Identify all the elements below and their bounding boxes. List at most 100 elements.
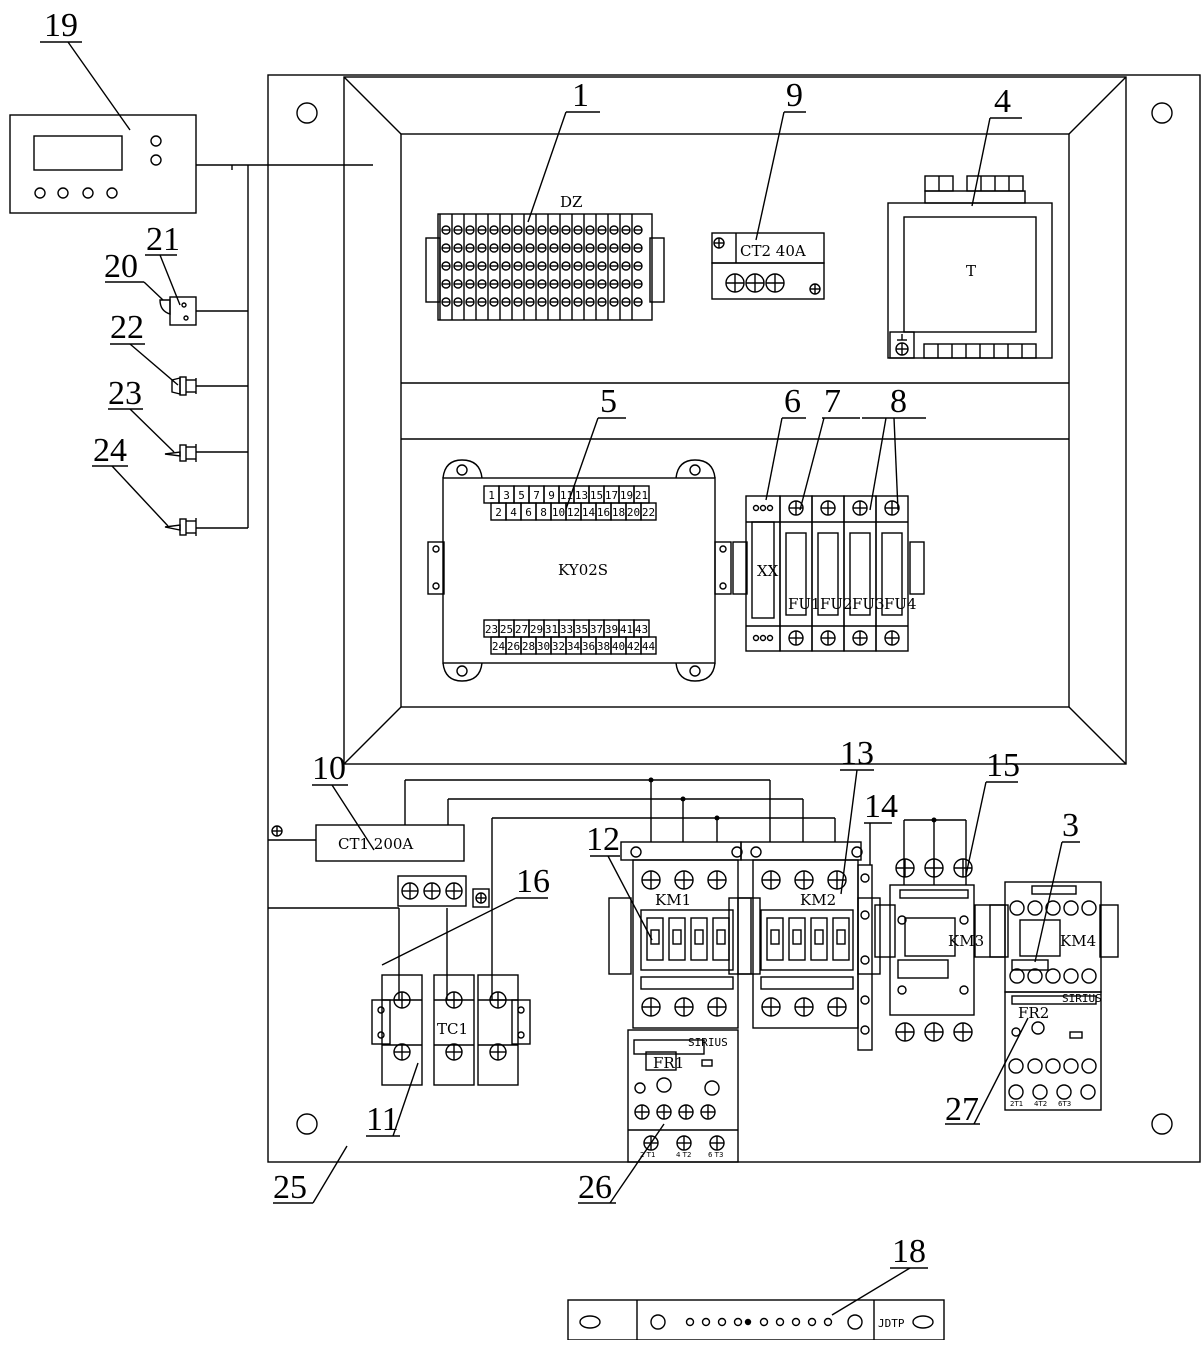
contactor-pole-contact bbox=[836, 929, 846, 945]
ky-bot-odd-number: 35 bbox=[575, 623, 588, 636]
overload-relay-fr2 bbox=[1004, 991, 1102, 1111]
contactor-pole bbox=[832, 917, 850, 961]
contactor-window bbox=[640, 909, 734, 971]
callout-19: 19 bbox=[44, 7, 78, 44]
label-fu2: FU2 bbox=[820, 595, 853, 613]
ky-top-odd-number: 5 bbox=[518, 489, 525, 502]
control-wiring bbox=[196, 164, 373, 529]
contactor-pole bbox=[810, 917, 828, 961]
fr2-term-1: 2T1 bbox=[1010, 1100, 1023, 1108]
control-transformer bbox=[887, 175, 1053, 359]
fr1-term-2: 4 T2 bbox=[676, 1151, 691, 1159]
ky-top-odd-number: 1 bbox=[488, 489, 495, 502]
indicator-lamp bbox=[159, 296, 197, 326]
contactor-coil-screw bbox=[750, 846, 762, 858]
label-fr2: FR2 bbox=[1018, 1004, 1049, 1022]
ky-bot-odd-number: 27 bbox=[515, 623, 528, 636]
tc1-body bbox=[433, 974, 475, 1086]
contactor-pole-contact bbox=[814, 929, 824, 945]
label-sirius-2: SIRIUS bbox=[1062, 992, 1102, 1005]
overload-relay-stop-button bbox=[634, 1082, 646, 1094]
leader-lines bbox=[40, 41, 1080, 1316]
ky-top-odd-number: 17 bbox=[605, 489, 618, 502]
label-km2: KM2 bbox=[800, 891, 836, 909]
overload-relay-dial bbox=[704, 1080, 720, 1096]
contactor-km3 bbox=[874, 858, 1006, 1042]
contactor-window bbox=[760, 909, 854, 971]
ky-top-even-number: 16 bbox=[597, 506, 610, 519]
callout-14: 14 bbox=[864, 788, 898, 825]
ky-bot-even-number: 24 bbox=[492, 640, 506, 653]
label-fu3: FU3 bbox=[852, 595, 885, 613]
mounting-plate bbox=[267, 74, 1201, 1163]
contactor-pole bbox=[712, 917, 730, 961]
ky-bot-even-cell bbox=[640, 636, 657, 655]
ky-top-odd-number: 19 bbox=[620, 489, 633, 502]
contactor-top-cap bbox=[620, 841, 742, 861]
callout-6: 6 bbox=[784, 383, 801, 420]
contactor-pole bbox=[646, 917, 664, 961]
callout-13: 13 bbox=[840, 735, 874, 772]
fr2-term-3: 6T3 bbox=[1058, 1100, 1071, 1108]
fuse-holder bbox=[875, 495, 909, 652]
ky-bot-odd-number: 23 bbox=[485, 623, 498, 636]
contactor-km4 bbox=[989, 881, 1119, 993]
fuse-holder bbox=[779, 495, 813, 652]
ky-bot-even-number: 44 bbox=[642, 640, 656, 653]
contactor-rail-clip bbox=[737, 897, 761, 975]
callout-22: 22 bbox=[110, 309, 144, 346]
inner-tray bbox=[343, 76, 1127, 765]
callout-5: 5 bbox=[600, 383, 617, 420]
label-dz: DZ bbox=[560, 193, 582, 211]
pushbutton-24 bbox=[164, 518, 197, 536]
overload-relay-test-button bbox=[701, 1059, 713, 1067]
callout-3: 3 bbox=[1062, 807, 1079, 844]
terminal-strip-dz bbox=[425, 213, 665, 321]
label-fu4: FU4 bbox=[884, 595, 917, 613]
callout-20: 20 bbox=[104, 248, 138, 285]
fuse-window bbox=[785, 532, 807, 616]
callout-10: 10 bbox=[312, 750, 346, 787]
ky-bot-odd-number: 39 bbox=[605, 623, 618, 636]
fuse-holder bbox=[811, 495, 845, 652]
fr2-term-2: 4T2 bbox=[1034, 1100, 1047, 1108]
contactor-pole bbox=[788, 917, 806, 961]
label-km4: KM4 bbox=[1060, 932, 1096, 950]
contactor-pole-contact bbox=[672, 929, 682, 945]
wire-junctions bbox=[648, 777, 937, 823]
ky-top-even-number: 6 bbox=[525, 506, 532, 519]
tc1-hole bbox=[517, 1006, 525, 1014]
overload-relay-body bbox=[627, 1029, 739, 1163]
tc1-body bbox=[477, 974, 519, 1086]
contactor-pole-contact bbox=[716, 929, 726, 945]
label-xx: XX bbox=[757, 562, 779, 580]
ky-bot-even-number: 38 bbox=[597, 640, 610, 653]
ky-top-even-number: 14 bbox=[582, 506, 596, 519]
fuse-window bbox=[817, 532, 839, 616]
fr1-term-3: 6 T3 bbox=[708, 1151, 723, 1159]
contactor-coil-screw bbox=[630, 846, 642, 858]
ky-top-odd-number: 13 bbox=[575, 489, 588, 502]
current-transformer-ct1 bbox=[268, 824, 490, 908]
ky-top-odd-number: 21 bbox=[635, 489, 648, 502]
contactor-rail-clip bbox=[608, 897, 632, 975]
label-fr1: FR1 bbox=[653, 1054, 684, 1072]
callout-9: 9 bbox=[786, 77, 803, 114]
ky-bot-even-number: 40 bbox=[612, 640, 625, 653]
ky-top-even-number: 2 bbox=[495, 506, 502, 519]
ky-top-odd-number: 3 bbox=[503, 489, 510, 502]
fuse-window bbox=[881, 532, 903, 616]
ky-bot-odd-number: 25 bbox=[500, 623, 513, 636]
callout-26: 26 bbox=[578, 1169, 612, 1206]
ky-top-even-cell bbox=[640, 502, 657, 521]
tc1-hole bbox=[377, 1006, 385, 1014]
tc1-hole bbox=[377, 1031, 385, 1039]
callout-16: 16 bbox=[516, 863, 550, 900]
callout-25: 25 bbox=[273, 1169, 307, 1206]
ky-top-odd-number: 9 bbox=[548, 489, 555, 502]
contactor-pole bbox=[766, 917, 784, 961]
ky-bot-even-number: 30 bbox=[537, 640, 550, 653]
label-sirius-1: SIRIUS bbox=[688, 1036, 728, 1049]
tc1-end-right bbox=[511, 999, 531, 1045]
